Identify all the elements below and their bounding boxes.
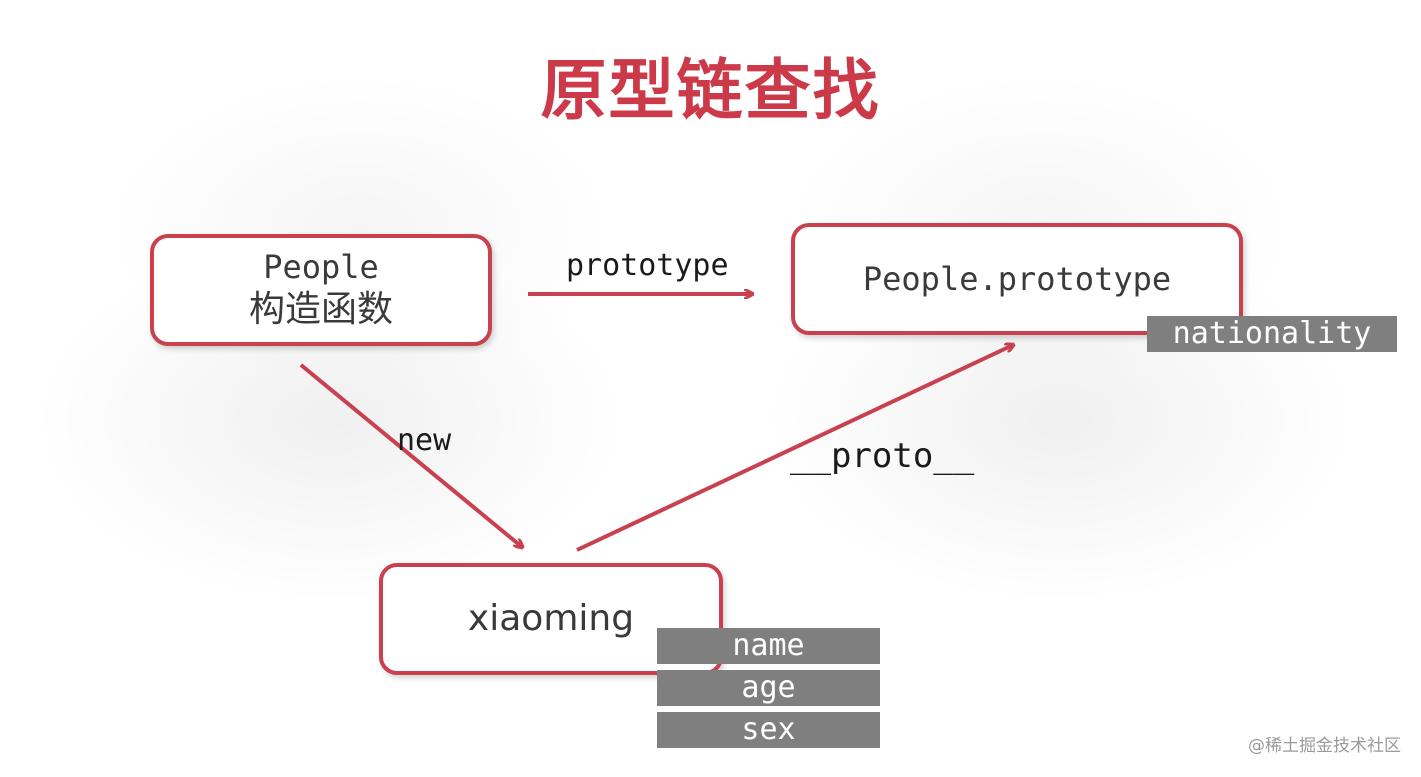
xiaoming-instance-box: xiaoming [379, 563, 723, 675]
people-constructor-box: People 构造函数 [150, 234, 492, 346]
arrow-new [299, 363, 522, 547]
arrow-proto [576, 345, 1013, 552]
xiaoming-label: xiaoming [467, 598, 635, 639]
people-prototype-label: People.prototype [862, 260, 1172, 298]
people-label: People [263, 248, 379, 286]
age-property-tag: age [657, 670, 880, 706]
name-property-tag: name [657, 628, 880, 664]
sex-property-tag: sex [657, 712, 880, 748]
slide-title: 原型链查找 [540, 52, 881, 129]
nationality-property-tag: nationality [1147, 316, 1397, 352]
proto-edge-label: __proto__ [790, 436, 975, 476]
constructor-label: 构造函数 [248, 289, 393, 330]
prototype-edge-label: prototype [566, 248, 729, 283]
source-credit: @稀土掘金技术社区 [1248, 736, 1401, 756]
new-edge-label: new [397, 423, 452, 458]
